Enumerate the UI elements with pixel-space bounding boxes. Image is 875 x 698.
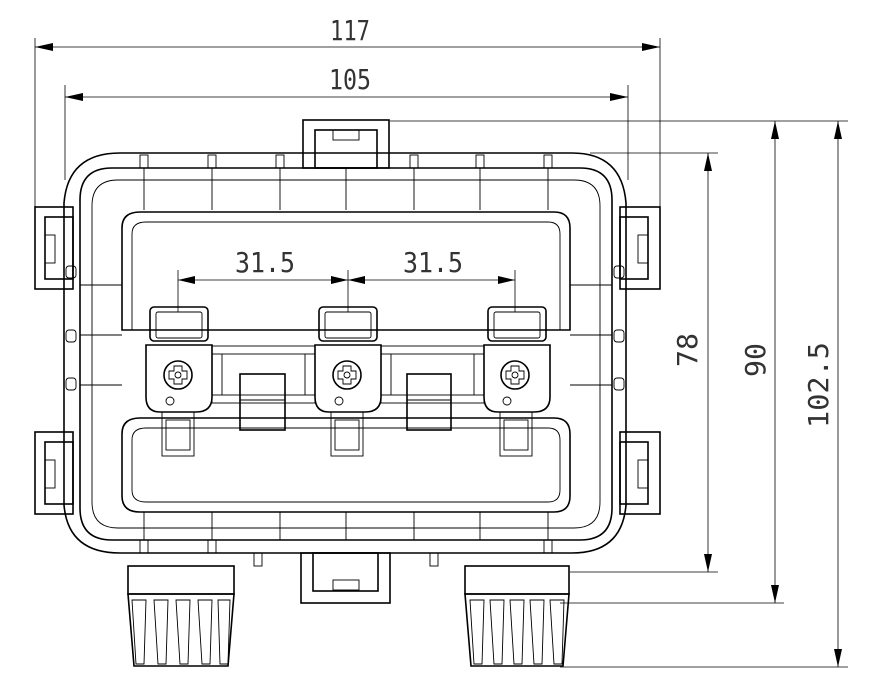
phillips-screw-icon [500,360,530,390]
side-bumps [65,265,625,391]
dim-pitch-left: 31.5 [235,246,295,279]
lower-compartment [121,417,571,513]
diode-right [406,373,452,431]
dim-overall-width: 117 [330,14,370,47]
enclosure-ribs [80,168,612,540]
dim-inner-height: 78 [671,333,704,367]
dim-body-width: 105 [329,63,371,96]
top-nubs [139,154,553,567]
latch-clips [34,119,661,604]
dimension-lines [34,38,848,668]
dim-pitch-right: 31.5 [403,246,463,279]
diode-left [239,373,286,431]
phillips-screw-icon [163,360,193,390]
phillips-screw-icon [332,360,362,390]
terminal-right [483,306,551,457]
dimension-labels: 117 105 31.5 31.5 78 90 102.5 [235,14,835,428]
cable-gland-right [464,565,570,667]
bus-bars [211,345,485,404]
dim-overall-height: 102.5 [802,342,835,428]
cable-gland-left [127,565,235,667]
upper-compartment [121,211,571,331]
dim-body-height: 90 [739,343,772,377]
enclosure [63,152,627,567]
terminal-holes [165,396,512,406]
